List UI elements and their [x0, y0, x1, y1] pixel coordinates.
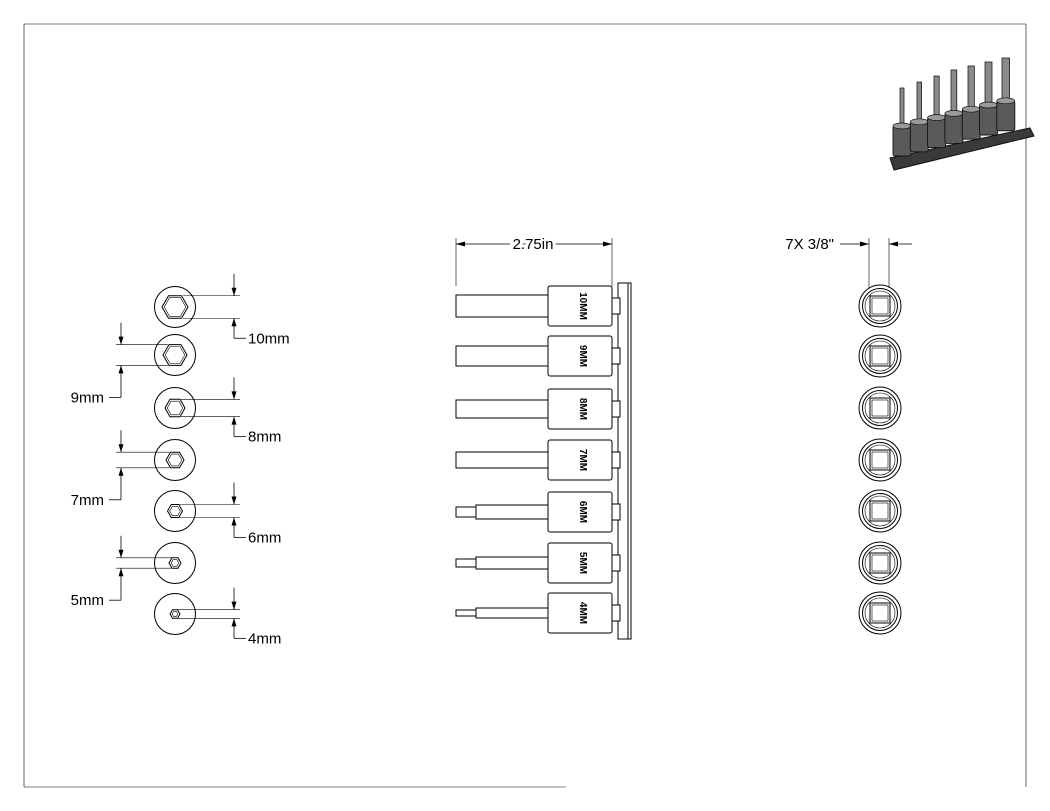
side-view-bit: 10MM: [455, 285, 621, 327]
sheet-border: [23, 23, 1027, 788]
side-view-bit: 9MM: [455, 335, 621, 377]
hex-dimension: 8mm: [181, 377, 281, 446]
preview-bit: [944, 69, 964, 144]
hex-size-label: 10mm: [248, 330, 290, 347]
hex-size-label: 4mm: [248, 630, 281, 647]
isometric-preview: [889, 57, 1035, 171]
side-size-label: 6MM: [577, 501, 588, 523]
side-view-bit: 4MM: [455, 592, 621, 634]
front-view: [858, 284, 902, 635]
hex-dimension: 5mm: [71, 535, 172, 609]
drive-label: 7X 3/8": [785, 236, 834, 253]
side-size-label: 8MM: [577, 398, 588, 420]
side-size-label: 7MM: [577, 449, 588, 471]
end-view: 10mm 9mm 8mm 7mm 6mm 5mm 4mm: [71, 273, 290, 647]
length-dimension: 2.75in: [455, 233, 613, 286]
hex-dimension: 9mm: [71, 322, 168, 406]
front-view-socket: [858, 334, 902, 378]
side-size-label: 4MM: [577, 602, 588, 624]
side-view-bit: 7MM: [455, 439, 621, 481]
end-view-socket: [154, 490, 196, 532]
side-view-bit: 5MM: [455, 542, 621, 584]
front-view-socket: [858, 386, 902, 430]
hex-dimension: 7mm: [71, 430, 170, 509]
end-view-socket: [154, 387, 196, 429]
front-view-socket: [858, 591, 902, 635]
preview-bit: [979, 61, 998, 136]
holder-rail-edge: [627, 282, 632, 640]
side-size-label: 9MM: [577, 345, 588, 367]
side-size-label: 5MM: [577, 552, 588, 574]
front-view-socket: [858, 541, 902, 585]
hex-dimension: 10mm: [182, 273, 290, 347]
preview-bit: [892, 87, 912, 157]
preview-bit: [909, 81, 929, 153]
preview-bit: [996, 57, 1016, 132]
side-size-label: 10MM: [577, 292, 588, 320]
preview-bit: [961, 65, 981, 140]
end-view-socket: [154, 593, 196, 635]
length-label: 2.75in: [513, 236, 554, 253]
hex-size-label: 7mm: [71, 492, 104, 509]
side-view-bit: 6MM: [455, 491, 621, 533]
front-view-socket: [858, 284, 902, 328]
hex-dimension: 6mm: [179, 482, 281, 546]
end-view-socket: [154, 286, 196, 328]
hex-size-label: 9mm: [71, 389, 104, 406]
side-view-bit: 8MM: [455, 388, 621, 430]
side-view: 10MM 9MM 8MM 7MM 6MM 5MM 4MM: [455, 282, 632, 640]
preview-rail: [889, 127, 1035, 171]
drive-dimension: 7X 3/8": [785, 236, 912, 288]
end-view-socket: [154, 334, 196, 376]
hex-dimension: 4mm: [178, 587, 281, 647]
hex-size-label: 5mm: [71, 592, 104, 609]
hex-size-label: 6mm: [248, 529, 281, 546]
hex-size-label: 8mm: [248, 429, 281, 446]
front-view-socket: [858, 489, 902, 533]
end-view-socket: [154, 439, 196, 481]
front-view-socket: [858, 438, 902, 482]
preview-bit: [927, 75, 947, 149]
end-view-socket: [154, 542, 196, 584]
